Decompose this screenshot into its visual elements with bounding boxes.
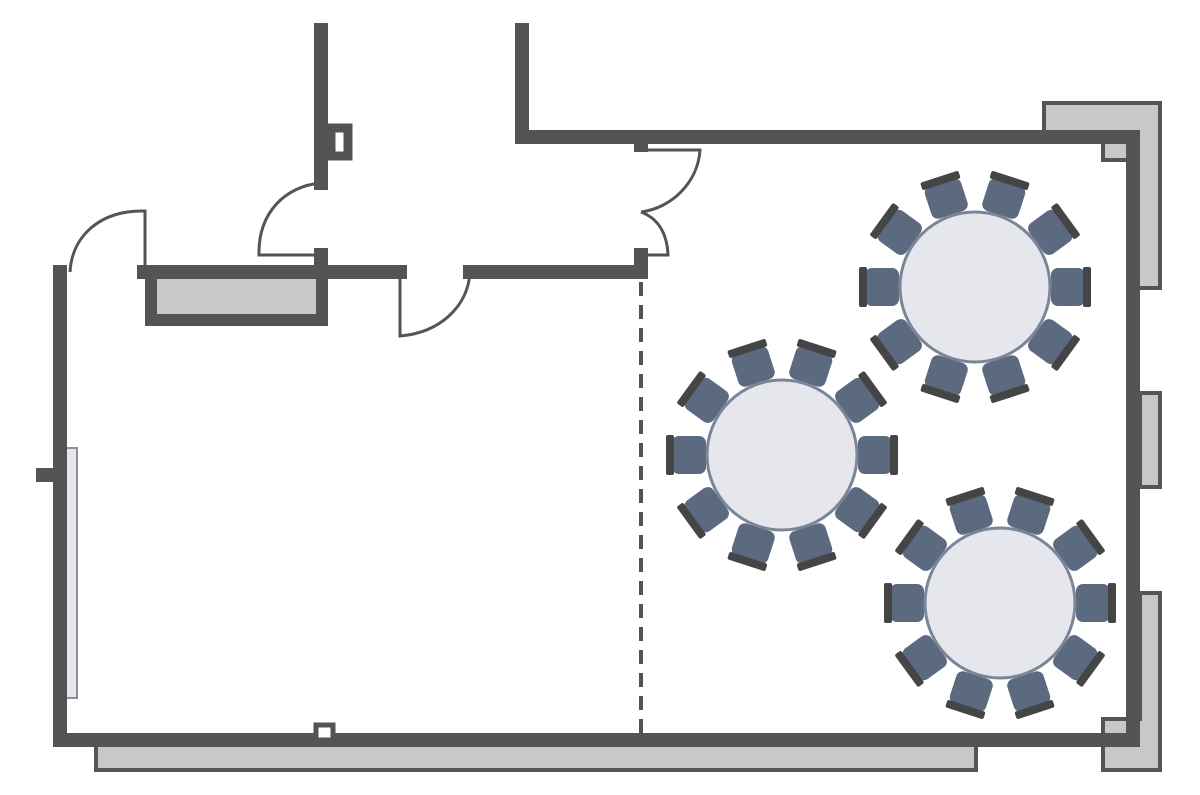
chair [920,171,968,219]
chair-seat [982,178,1026,219]
chair-back [890,435,898,475]
chair [884,583,924,623]
chair-back [870,203,899,239]
doors [68,148,702,338]
table-top [705,378,859,532]
chair-back [884,583,892,623]
chair-back [870,335,899,371]
chair-back [920,171,961,190]
chair-back [859,267,867,307]
chair [859,267,899,307]
chair-seat [924,178,968,219]
chair-seat [982,355,1026,396]
chair-seat [924,355,968,396]
chair [870,203,922,255]
chair-back [677,371,706,407]
chair-back [1076,651,1105,687]
chair [945,487,993,535]
table-2[interactable] [666,338,898,571]
chair-seat [789,523,833,564]
right-counter-middle [1138,391,1162,489]
dining-double-door[interactable] [640,148,702,257]
chair-seat [672,436,706,474]
chair [727,523,775,571]
chair-back [858,503,887,539]
chair-back [945,487,986,506]
table-1[interactable] [859,170,1091,403]
chair-back [1051,203,1080,239]
chair-seat [731,523,775,564]
chair [982,355,1030,403]
chair-back [727,552,768,571]
chair-seat [949,671,993,712]
chair-back [796,339,837,358]
chair-back [945,700,986,719]
chair-seat [1007,671,1051,712]
chair-back [1083,267,1091,307]
chair-seat [949,494,993,535]
corridor-door[interactable] [257,181,322,257]
chair-back [1014,700,1055,719]
chair [1028,203,1080,255]
chair [895,519,947,571]
chair [895,635,947,687]
chair-back [1051,335,1080,371]
chair [1028,319,1080,371]
chair [789,523,837,571]
chair [870,319,922,371]
chair-back [677,503,706,539]
chair [835,487,887,539]
chair-seat [1051,268,1085,306]
chair [677,487,729,539]
chair-back [666,435,674,475]
chair [789,339,837,387]
chair [727,339,775,387]
chair [1051,267,1091,307]
chair-seat [865,268,899,306]
chair-back [1076,519,1105,555]
chair-back [796,552,837,571]
inner-room-door[interactable] [398,271,472,338]
chair-back [989,384,1030,403]
chair [1007,487,1055,535]
chair-back [1014,487,1055,506]
chair [1076,583,1116,623]
chair-back [920,384,961,403]
window-mullion [36,468,60,482]
chair-seat [890,584,924,622]
chair [835,371,887,423]
chair [1053,519,1105,571]
chair-seat [858,436,892,474]
chair-back [1108,583,1116,623]
chair-back [727,339,768,358]
chair [677,371,729,423]
chair-back [989,171,1030,190]
chair [858,435,898,475]
chair-seat [789,346,833,387]
left-entry-door[interactable] [68,209,147,273]
chair [1007,671,1055,719]
table-top [923,526,1077,680]
chair-back [895,519,924,555]
chair-seat [731,346,775,387]
table-top [898,210,1052,364]
chair [666,435,706,475]
chair-back [895,651,924,687]
bottom-wall-notch [313,722,336,743]
wall-niche [326,123,353,161]
chair-seat [1076,584,1110,622]
chair-back [858,371,887,407]
chair [920,355,968,403]
chair-seat [1007,494,1051,535]
chair [982,171,1030,219]
tables [666,170,1116,719]
cabinet-frame [145,266,328,326]
outer-wall [53,23,1140,747]
table-3[interactable] [884,486,1116,719]
wall-cabinet [149,270,324,322]
chair [945,671,993,719]
chair [1053,635,1105,687]
